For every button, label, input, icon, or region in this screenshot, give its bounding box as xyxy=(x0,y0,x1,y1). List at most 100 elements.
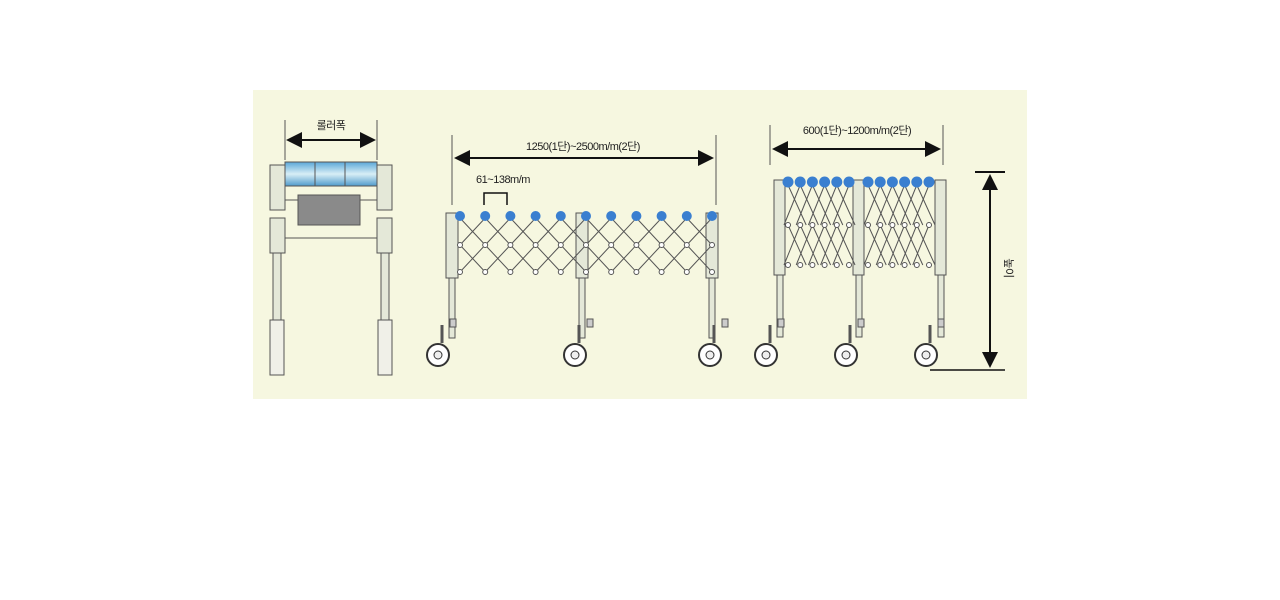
leg xyxy=(937,274,945,338)
roller-icon xyxy=(923,176,935,188)
pivot xyxy=(709,242,715,248)
pivot xyxy=(913,222,920,228)
frame-post xyxy=(376,164,393,211)
scissor-link xyxy=(916,224,936,266)
scissor-link xyxy=(879,224,899,266)
roller-icon xyxy=(555,211,566,221)
scissor-link xyxy=(912,184,930,226)
scissor-link xyxy=(832,224,850,266)
roller-icon xyxy=(819,176,831,188)
pivot xyxy=(583,242,589,248)
scissor-link xyxy=(867,184,887,226)
drive-box xyxy=(297,194,361,226)
scissor-link xyxy=(824,184,844,226)
scissor-link xyxy=(535,217,562,246)
pivot xyxy=(608,269,615,275)
roller-icon xyxy=(843,176,855,188)
pitch-bracket xyxy=(483,192,508,205)
pivot xyxy=(797,222,804,228)
pivot xyxy=(785,262,791,268)
pivot xyxy=(901,262,908,268)
leg xyxy=(448,277,456,339)
scissor-link xyxy=(887,224,906,266)
scissor-link xyxy=(820,184,838,226)
scissor-link xyxy=(811,224,832,266)
pivot xyxy=(926,222,932,228)
scissor-link xyxy=(820,224,838,266)
scissor-link xyxy=(836,224,856,266)
roller-icon xyxy=(782,176,794,188)
pivot xyxy=(809,222,816,228)
roller-icon xyxy=(480,211,491,221)
pivot xyxy=(709,269,715,275)
roller-icon xyxy=(911,176,923,188)
scissor-link xyxy=(900,184,918,226)
scissor-link xyxy=(807,224,826,266)
scissor-link xyxy=(459,244,486,273)
scissor-link xyxy=(783,224,801,266)
pivot xyxy=(877,262,884,268)
scissor-link xyxy=(661,217,688,246)
leg xyxy=(380,252,390,324)
pivot xyxy=(557,242,564,248)
scissor-link xyxy=(879,184,899,226)
frame-post xyxy=(445,212,459,279)
scissor-link xyxy=(900,224,918,266)
scissor-link xyxy=(459,217,486,246)
side-view xyxy=(269,120,393,376)
pivot xyxy=(833,262,840,268)
pivot xyxy=(846,222,852,228)
pivot xyxy=(457,242,463,248)
scissor-link xyxy=(863,184,881,226)
roller-icon xyxy=(455,211,465,221)
scissor-link xyxy=(904,184,924,226)
scissor-link xyxy=(510,244,536,273)
pivot xyxy=(683,242,690,248)
roller-icon xyxy=(886,176,898,188)
scissor-link xyxy=(787,184,807,226)
extended-view xyxy=(426,135,729,367)
roller-pitch-label: 61~138m/m xyxy=(476,174,530,186)
scissor-link xyxy=(636,217,662,246)
scissor-link xyxy=(912,224,930,266)
scissor-link xyxy=(484,244,511,273)
scissor-link xyxy=(484,217,511,246)
pivot xyxy=(809,262,816,268)
roller-icon xyxy=(874,176,886,188)
pivot xyxy=(583,269,589,275)
pivot xyxy=(889,222,896,228)
frame-post xyxy=(376,217,393,254)
pivot xyxy=(633,242,640,248)
scissor-link xyxy=(904,224,924,266)
pivot xyxy=(901,222,908,228)
roller-icon xyxy=(794,176,806,188)
leg xyxy=(776,274,784,338)
roller-icon xyxy=(530,211,541,221)
brake-lever xyxy=(586,318,594,328)
scissor-link xyxy=(636,244,662,273)
roller-icon xyxy=(606,211,617,221)
pivot xyxy=(821,262,828,268)
scissor-link xyxy=(836,184,856,226)
brake-lever xyxy=(777,318,785,328)
scissor-link xyxy=(875,224,893,266)
pivot xyxy=(846,262,852,268)
pivot xyxy=(889,262,896,268)
roller-icon xyxy=(656,211,667,221)
leg xyxy=(272,252,282,324)
pivot xyxy=(785,222,791,228)
frame-post xyxy=(852,179,865,276)
pivot xyxy=(683,269,690,275)
pivot xyxy=(557,269,564,275)
scissor-link xyxy=(916,184,936,226)
pivot xyxy=(507,269,514,275)
scissor-link xyxy=(686,217,713,246)
pivot xyxy=(532,269,539,275)
frame-post xyxy=(269,217,286,254)
pivot xyxy=(658,242,665,248)
wheel-hub xyxy=(761,350,771,360)
scissor-link xyxy=(783,184,801,226)
scissor-link xyxy=(863,224,881,266)
scissor-link xyxy=(867,224,887,266)
